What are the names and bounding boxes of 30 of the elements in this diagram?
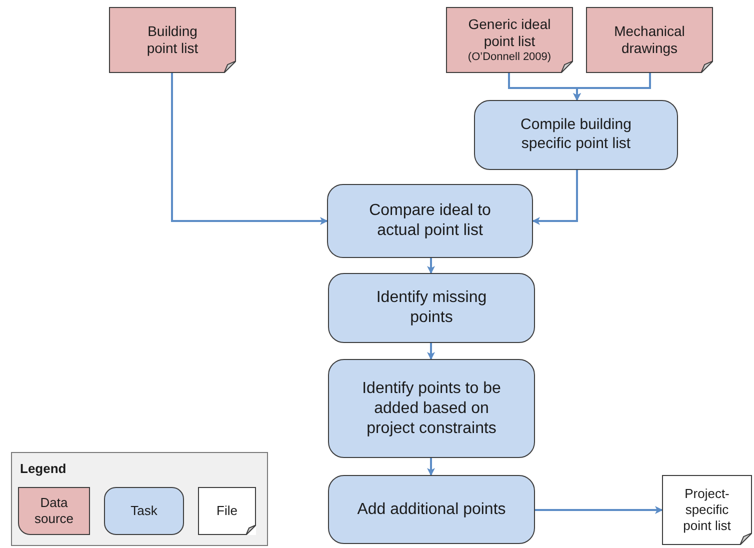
- file-note: [662, 475, 752, 545]
- citation-text: (O’Donnell 2009): [468, 50, 552, 64]
- node-text: Generic ideal point list: [467, 16, 552, 51]
- node-text: Identify points to be added based on project constraints: [361, 378, 502, 438]
- node-text: Identify missing points: [375, 288, 488, 328]
- arrow: [427, 458, 435, 476]
- node-text: Building point list: [146, 22, 199, 58]
- node-text: Compile building specific point list: [520, 116, 632, 154]
- arrow: [535, 506, 663, 514]
- task-box: [328, 359, 535, 458]
- data-source-note: [446, 7, 573, 73]
- legend-text: File: [216, 502, 238, 520]
- arrow: [427, 258, 435, 274]
- arrow: [532, 170, 578, 225]
- arrow: [573, 73, 651, 101]
- task-box: [327, 184, 533, 258]
- node-text: Compare ideal to actual point list: [368, 201, 492, 241]
- task-box: [328, 475, 535, 544]
- node-text: Add additional points: [357, 500, 506, 520]
- legend-text: Data source: [33, 494, 75, 528]
- legend-text: Task: [130, 502, 158, 520]
- legend-title: Legend: [20, 460, 66, 478]
- arrow: [171, 73, 328, 225]
- task-box: [474, 100, 678, 170]
- data-source-note: [109, 7, 236, 73]
- data-source-note: [586, 7, 713, 73]
- node-text: Project-specific point list: [682, 486, 732, 534]
- arrow: [427, 343, 435, 360]
- node-text: Mechanical drawings: [614, 22, 685, 58]
- task-box: [328, 273, 535, 343]
